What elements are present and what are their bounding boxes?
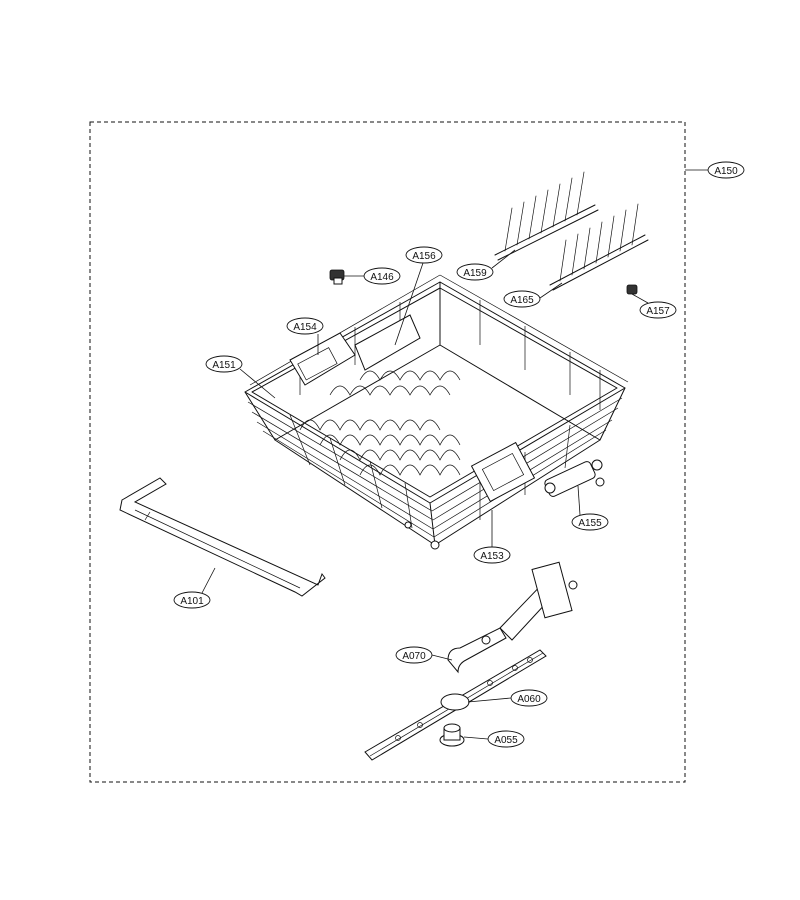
callout-a101: A101	[173, 567, 216, 609]
clip-a146-art	[329, 269, 345, 285]
callout-label: A156	[412, 251, 436, 262]
callout-label: A146	[370, 272, 394, 283]
callout-a165: A165	[503, 282, 563, 308]
callout-a155: A155	[571, 485, 609, 531]
callout-label: A070	[402, 651, 426, 662]
callout-a055: A055	[463, 730, 525, 748]
callout-a156: A156	[394, 246, 443, 346]
callout-a151: A151	[205, 355, 276, 399]
callout-label: A055	[494, 735, 518, 746]
callout-a146: A146	[344, 267, 401, 285]
callout-label: A154	[293, 322, 317, 333]
callout-label: A165	[510, 295, 534, 306]
callout-a070: A070	[395, 646, 453, 664]
callout-a157: A157	[631, 293, 677, 319]
callout-a153: A153	[473, 510, 511, 564]
callout-a159: A159	[456, 249, 516, 281]
callout-label: A060	[517, 694, 541, 705]
assembly-boundary	[89, 121, 686, 783]
rail-a101-art	[119, 477, 326, 597]
tine-rack-art	[494, 171, 649, 291]
spray-arm-art	[364, 561, 578, 761]
callout-label: A155	[578, 518, 602, 529]
callout-a154: A154	[286, 317, 324, 355]
callout-label: A157	[646, 306, 670, 317]
clip-a157-art	[626, 284, 638, 295]
callout-label: A101	[180, 596, 204, 607]
callout-label: A159	[463, 268, 487, 279]
upper-basket-art	[244, 274, 629, 550]
callout-a060: A060	[467, 689, 548, 707]
callout-label: A151	[212, 360, 236, 371]
callout-label: A153	[480, 551, 504, 562]
callout-a150: A150	[685, 161, 745, 179]
callout-label: A150	[714, 166, 738, 177]
